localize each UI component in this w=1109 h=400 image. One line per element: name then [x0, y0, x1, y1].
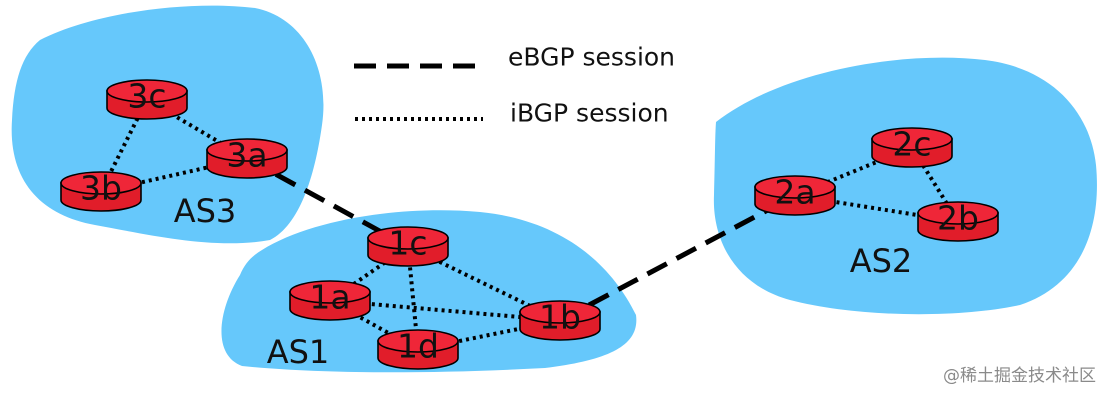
router-top — [519, 300, 601, 324]
router-1c: 1c — [367, 224, 449, 267]
router-top — [754, 175, 836, 199]
router-label: 1c — [388, 224, 427, 263]
as2-label: AS2 — [850, 242, 913, 280]
router-1a: 1a — [289, 278, 371, 321]
router-top — [871, 127, 953, 151]
legend-ibgp-label: iBGP session — [510, 99, 669, 128]
ibgp-session-3c-3a — [145, 97, 249, 161]
as2-region — [713, 57, 1097, 315]
router-top — [106, 79, 188, 103]
router-label: 3c — [127, 77, 166, 116]
router-1b: 1b — [519, 298, 601, 341]
router-3a: 3a — [206, 136, 288, 179]
router-top — [60, 171, 142, 195]
watermark: @稀土掘金技术社区 — [943, 366, 1096, 386]
router-label: 3b — [80, 169, 122, 208]
router-top — [377, 329, 459, 353]
as3-label: AS3 — [174, 192, 237, 230]
router-2c: 2c — [871, 125, 953, 168]
router-label: 1d — [397, 327, 439, 366]
as1-label: AS1 — [267, 333, 330, 371]
router-top — [367, 226, 449, 250]
router-2b: 2b — [917, 199, 999, 242]
router-3b: 3b — [60, 169, 142, 212]
router-top — [289, 280, 371, 304]
router-label: 1b — [539, 298, 581, 337]
router-3c: 3c — [106, 77, 188, 120]
as3-region — [11, 5, 324, 244]
router-label: 3a — [226, 136, 267, 175]
router-2a: 2a — [754, 173, 836, 216]
router-label: 2c — [892, 125, 931, 164]
router-label: 2b — [937, 199, 979, 238]
ebgp-session-1b-2a — [558, 193, 797, 323]
router-top — [206, 138, 288, 162]
router-1d: 1d — [377, 327, 459, 370]
router-top — [917, 201, 999, 225]
router-label: 2a — [774, 173, 815, 212]
legend-ebgp-label: eBGP session — [508, 43, 675, 72]
router-label: 1a — [309, 278, 350, 317]
legend: eBGP session iBGP session — [354, 43, 675, 128]
